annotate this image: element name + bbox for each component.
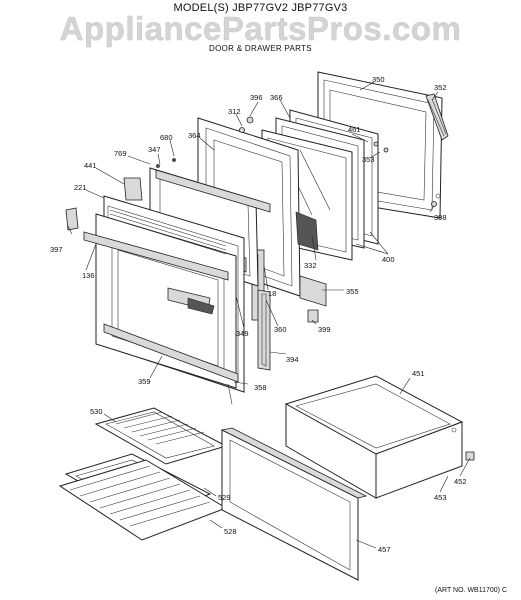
callout-352: 352: [434, 83, 447, 92]
main-door-panel: [83, 195, 245, 405]
callout-353: 353: [362, 155, 375, 164]
callout-394: 394: [286, 355, 299, 364]
callout-528: 528: [224, 527, 237, 536]
callout-453: 453: [434, 493, 447, 502]
door-trim-bars: [65, 169, 271, 231]
callout-441: 441: [84, 161, 97, 170]
callout-312: 312: [228, 107, 241, 116]
drawer-front-panel: [220, 427, 368, 581]
callout-359: 359: [138, 377, 151, 386]
drawer-body: [284, 375, 464, 499]
callout-400: 400: [382, 255, 395, 264]
callout-360: 360: [274, 325, 287, 334]
callout-364: 364: [188, 131, 201, 140]
callout-452: 452: [454, 477, 467, 486]
callout-398: 398: [434, 213, 447, 222]
callout-347: 347: [148, 145, 161, 154]
callout-396: 396: [250, 93, 263, 102]
callout-221: 221: [74, 183, 87, 192]
watermark: AppliancePartsPros.com: [59, 10, 462, 48]
callout-451: 451: [412, 369, 425, 378]
art-number: (ART NO. WB11700) C: [435, 587, 507, 594]
callout-457: 457: [378, 545, 391, 554]
callout-461: 461: [348, 125, 361, 134]
door-hardware: [156, 116, 437, 323]
leader-lines: [67, 81, 471, 549]
callout-350: 350: [372, 75, 385, 84]
callout-18: 18: [268, 289, 276, 298]
diagram-subtitle: DOOR & DRAWER PARTS: [209, 44, 312, 53]
model-title: MODEL(S) JBP77GV2 JBP77GV3: [173, 2, 348, 14]
callout-332: 332: [304, 261, 317, 270]
broil-pan-and-rack: [58, 407, 228, 541]
callout-397: 397: [50, 245, 63, 254]
callout-529: 529: [218, 493, 231, 502]
callout-366: 366: [270, 93, 283, 102]
callout-680: 680: [160, 133, 173, 142]
callout-136: 136: [82, 271, 95, 280]
callout-769: 769: [114, 149, 127, 158]
door-side-support: [257, 289, 271, 371]
callout-530: 530: [90, 407, 103, 416]
door-trim-strip: [425, 93, 449, 141]
callout-labels: 350 352 396 366 312 680 364 461 347 769 …: [50, 75, 467, 554]
callout-349: 349: [236, 329, 249, 338]
drawer-glide: [465, 451, 475, 461]
callout-399: 399: [318, 325, 331, 334]
callout-358: 358: [254, 383, 267, 392]
callout-355: 355: [346, 287, 359, 296]
